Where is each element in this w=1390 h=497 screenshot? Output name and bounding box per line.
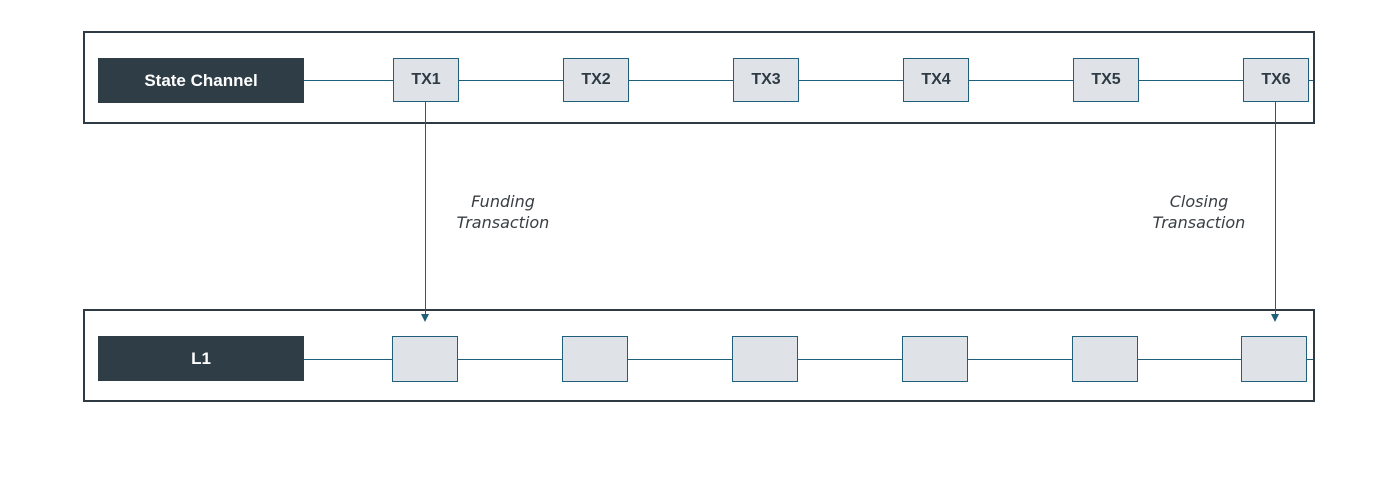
l1-track <box>303 359 1313 360</box>
closing-transaction-label: Closing Transaction <box>1129 191 1269 233</box>
l1-block <box>1241 336 1307 382</box>
l1-lane: L1 <box>83 309 1315 402</box>
l1-block <box>902 336 968 382</box>
l1-block <box>392 336 458 382</box>
closing-arrow-head <box>1271 314 1279 322</box>
state-channel-track <box>303 80 1313 81</box>
tx-block: TX1 <box>393 58 459 102</box>
tx-block: TX4 <box>903 58 969 102</box>
tx-block: TX2 <box>563 58 629 102</box>
closing-label-line-2: Transaction <box>1152 213 1246 232</box>
tx-block: TX3 <box>733 58 799 102</box>
tx-block: TX5 <box>1073 58 1139 102</box>
funding-label-line-2: Transaction <box>456 213 550 232</box>
l1-label: L1 <box>98 336 304 381</box>
funding-arrow-head <box>421 314 429 322</box>
l1-block <box>732 336 798 382</box>
funding-arrow-line <box>425 102 426 316</box>
l1-block <box>1072 336 1138 382</box>
closing-arrow-line <box>1275 102 1276 316</box>
state-channel-label: State Channel <box>98 58 304 103</box>
l1-block <box>562 336 628 382</box>
funding-label-line-1: Funding <box>471 192 535 211</box>
closing-label-line-1: Closing <box>1169 192 1229 211</box>
state-channel-lane: State Channel TX1 TX2 TX3 TX4 TX5 TX6 <box>83 31 1315 124</box>
tx-block: TX6 <box>1243 58 1309 102</box>
funding-transaction-label: Funding Transaction <box>433 191 573 233</box>
